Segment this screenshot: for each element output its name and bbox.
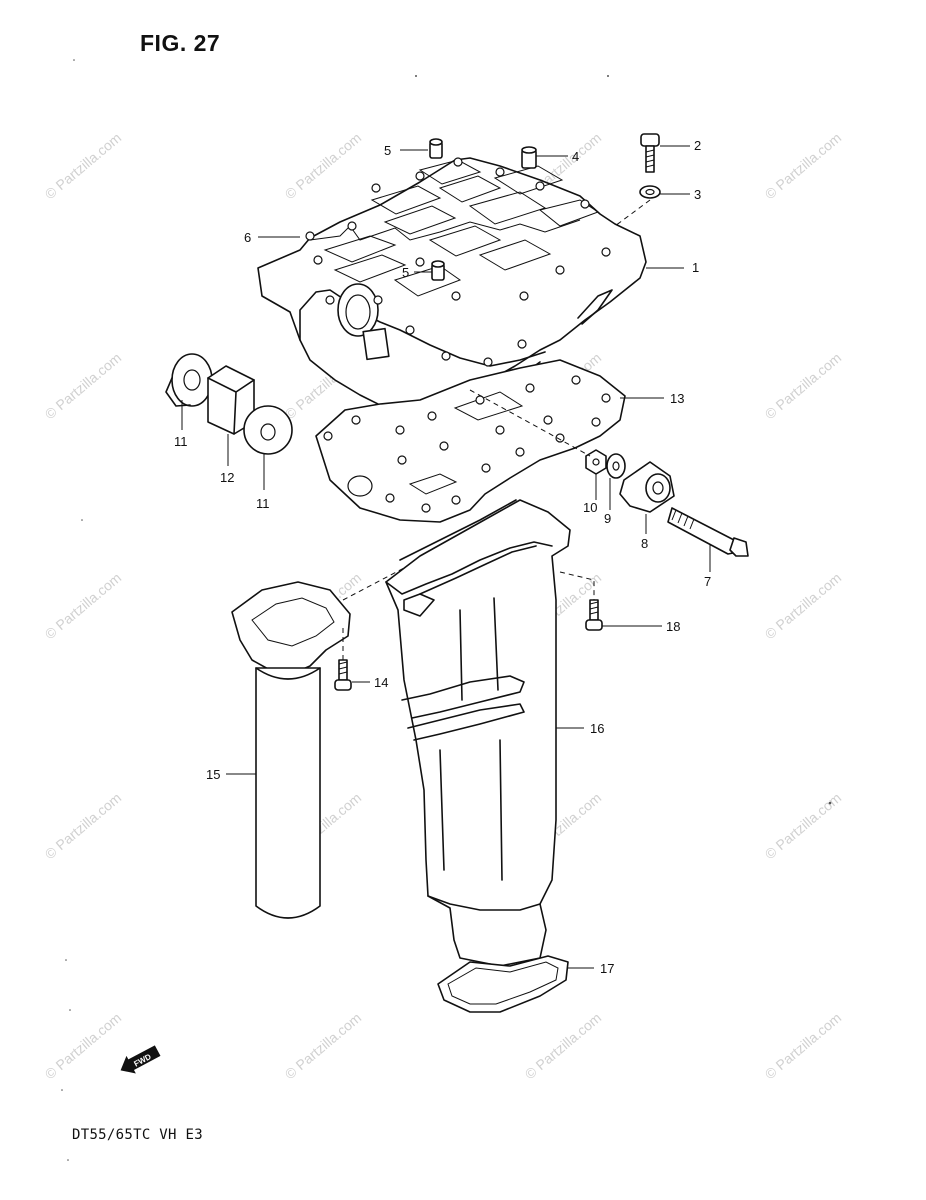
gasket-hole: [555, 433, 565, 443]
gasket-hole: [421, 503, 431, 513]
watermark-text: © Partzilla.com: [762, 129, 845, 202]
gasket-hole: [591, 417, 601, 427]
callout-2: 2: [694, 138, 701, 153]
bolt-14-part: [334, 659, 352, 691]
bolt-hole: [555, 265, 565, 275]
callout-1: 1: [692, 260, 699, 275]
bolt-hole: [415, 257, 425, 267]
exhaust-pipe-15-part: [231, 581, 351, 919]
gasket-hole: [385, 493, 395, 503]
engine-holder-part: [257, 157, 647, 431]
gasket-hole: [323, 431, 333, 441]
dowel-pin-5b-part: [431, 260, 445, 281]
bolt-hole: [325, 295, 335, 305]
callout-3: 3: [694, 187, 701, 202]
gasket-hole: [395, 425, 405, 435]
callout-4: 4: [572, 149, 579, 164]
bolt-hole: [415, 171, 425, 181]
callout-14: 14: [374, 675, 388, 690]
bolt-hole: [580, 199, 590, 209]
watermark-text: © Partzilla.com: [762, 569, 845, 642]
callout-5b: 5: [402, 265, 409, 280]
bolt-hole: [601, 247, 611, 257]
callout-15: 15: [206, 767, 220, 782]
bolt-7-part: [667, 507, 749, 557]
gasket-hole: [543, 415, 553, 425]
watermark-text: © Partzilla.com: [42, 129, 125, 202]
watermark-text: © Partzilla.com: [762, 349, 845, 422]
bolt-hole: [517, 339, 527, 349]
gasket-hole: [439, 441, 449, 451]
bolt-hole: [347, 221, 357, 231]
nut-10-part: [585, 449, 607, 475]
gasket-hole: [451, 495, 461, 505]
callout-8: 8: [641, 536, 648, 551]
callout-9: 9: [604, 511, 611, 526]
dowel-pin-5a-part: [429, 138, 443, 159]
bolt-hole: [483, 357, 493, 367]
gasket-hole: [495, 425, 505, 435]
model-code-label: DT55/65TC VH E3: [72, 1127, 203, 1143]
watermark-text: © Partzilla.com: [762, 789, 845, 862]
bolt-hole: [519, 291, 529, 301]
callout-18: 18: [666, 619, 680, 634]
callout-12: 12: [220, 470, 234, 485]
bolt-hole: [373, 295, 383, 305]
watermark-text: © Partzilla.com: [282, 129, 365, 202]
fwd-arrow-icon: FWD: [120, 1045, 161, 1074]
watermark-text: © Partzilla.com: [42, 1009, 125, 1082]
bolt-hole: [535, 181, 545, 191]
gasket-hole: [515, 447, 525, 457]
callout-16: 16: [590, 721, 604, 736]
figure-title: FIG. 27: [140, 30, 221, 56]
gasket-hole: [351, 415, 361, 425]
gasket-hole: [397, 455, 407, 465]
callout-5a: 5: [384, 143, 391, 158]
mount-rubber-11b-part: [243, 405, 293, 455]
seal-17-part: [437, 955, 569, 1013]
mount-8-part: [619, 461, 675, 513]
callout-6: 6: [244, 230, 251, 245]
bolt-hole: [451, 291, 461, 301]
watermark-text: © Partzilla.com: [762, 1009, 845, 1082]
gasket-hole: [601, 393, 611, 403]
gasket-hole: [571, 375, 581, 385]
callout-7: 7: [704, 574, 711, 589]
callout-11a: 11: [174, 434, 188, 449]
callout-10: 10: [583, 500, 597, 515]
callout-17: 17: [600, 961, 614, 976]
bolt-2-part: [640, 133, 660, 173]
bolt-hole: [453, 157, 463, 167]
alignment-lines: [342, 199, 651, 660]
callout-11b: 11: [256, 496, 270, 511]
leader-lines: [181, 145, 711, 969]
gasket-hole: [481, 463, 491, 473]
washer-3-part: [639, 185, 661, 199]
gasket-hole: [427, 411, 437, 421]
watermark-text: © Partzilla.com: [522, 1009, 605, 1082]
watermark-text: © Partzilla.com: [42, 349, 125, 422]
gasket-hole: [525, 383, 535, 393]
bolt-hole: [441, 351, 451, 361]
washer-9-part: [606, 453, 626, 479]
dowel-pin-4-part: [521, 146, 537, 169]
drive-shaft-housing-16-part: [385, 499, 571, 967]
bolt-hole: [405, 325, 415, 335]
callout-13: 13: [670, 391, 684, 406]
scan-specks: [61, 59, 832, 1161]
bolt-hole: [371, 183, 381, 193]
bolt-hole: [495, 167, 505, 177]
bolt-hole: [305, 231, 315, 241]
mount-rubber-11a-part: [165, 353, 213, 407]
watermark-text: © Partzilla.com: [42, 569, 125, 642]
callout-labels: 1 2 3 4 5 5 6 7 8 9 10 11 11 12 13 14 15…: [174, 138, 711, 976]
bolt-hole: [313, 255, 323, 265]
watermark-text: © Partzilla.com: [42, 789, 125, 862]
gasket-13-part: [315, 359, 626, 523]
watermark-text: © Partzilla.com: [282, 1009, 365, 1082]
gasket-hole: [475, 395, 485, 405]
bolt-18-part: [585, 599, 603, 631]
